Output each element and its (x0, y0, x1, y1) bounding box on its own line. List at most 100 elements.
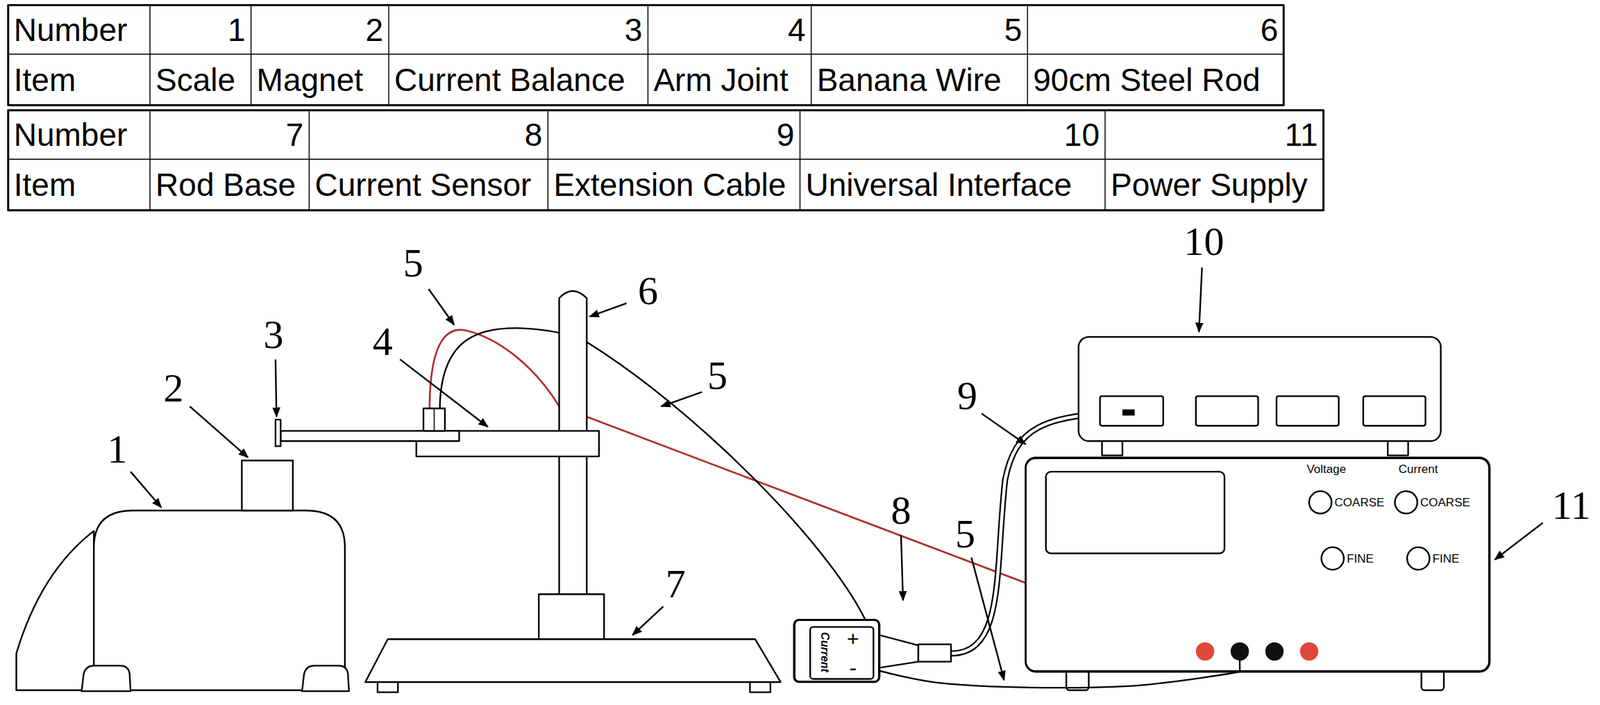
cell-text: Banana Wire (817, 61, 1002, 99)
table-cell: 9 (547, 110, 800, 160)
cell-text: Arm Joint (653, 61, 788, 99)
table-grid (8, 4, 1324, 210)
cell-text: 11 (1284, 115, 1319, 154)
node-text: COARSE (1334, 496, 1385, 509)
node-text: Voltage (1306, 462, 1346, 475)
table-cell: Extension Cable (547, 158, 800, 211)
node-text: + (846, 628, 860, 650)
table-cell: Magnet (251, 54, 389, 106)
leader-line (130, 471, 162, 507)
cell-text: 7 (285, 115, 305, 154)
callout-text: 8 (891, 487, 912, 533)
knob (1321, 546, 1344, 570)
table-rule (810, 4, 812, 105)
table-rule (647, 4, 649, 105)
terminal-black (1265, 642, 1284, 661)
interface-port (1100, 395, 1164, 426)
leader-line (1495, 522, 1544, 560)
callout-text: 10 (1184, 218, 1225, 264)
callout-number: 5 (707, 355, 728, 396)
callout-text: 3 (263, 311, 284, 357)
callout-number: 5 (403, 242, 424, 284)
leader-line (971, 557, 1004, 680)
callout-text: 5 (403, 240, 424, 286)
table-rule (149, 110, 150, 211)
table-cell: Current Balance (388, 54, 648, 106)
table-cell: 4 (647, 4, 811, 55)
callout-number: 4 (372, 321, 393, 362)
callout-text: 6 (637, 267, 659, 314)
callout-number: 2 (163, 367, 184, 409)
cell-text: 8 (524, 115, 543, 154)
table-cell: Arm Joint (647, 54, 811, 106)
scale-body (93, 510, 345, 690)
leaders (130, 267, 1543, 680)
node-text: Current (1398, 462, 1439, 475)
scale-body (16, 530, 95, 690)
cell-text: 6 (1260, 11, 1279, 49)
leader-line (590, 303, 627, 317)
cell-text: 3 (624, 11, 643, 49)
callout-number: 9 (957, 375, 978, 416)
callout-number: 6 (637, 270, 659, 311)
terminal-black (1230, 642, 1249, 661)
cell-text: 10 (1064, 115, 1100, 154)
callout-number: 3 (263, 314, 284, 355)
table-rule (8, 53, 1285, 55)
table-cell: 8 (308, 110, 548, 160)
table-cell: Rod Base (149, 158, 309, 211)
wire-stub (1239, 659, 1241, 672)
knob (1394, 490, 1417, 513)
cell-text: Magnet (256, 61, 364, 99)
table-rule (1027, 4, 1029, 105)
callout-number: 1 (107, 428, 128, 470)
callout-number: 5 (955, 513, 976, 554)
supply-body (1025, 457, 1490, 672)
callout-number: 7 (665, 563, 686, 604)
node-text: COARSE (1420, 496, 1471, 509)
wire-connector (879, 670, 1240, 688)
leader-line (275, 358, 277, 416)
node-text: FINE (1432, 551, 1460, 564)
table-rule (799, 110, 801, 211)
leader-line (1198, 267, 1202, 332)
table-cell: 1 (149, 4, 252, 55)
balance-plate (275, 419, 281, 446)
table-cell: Universal Interface (799, 158, 1106, 211)
callout-number: 11 (1552, 485, 1591, 526)
cell-text: Number (13, 11, 128, 49)
banana-wire-black (440, 327, 866, 620)
balance-arm (280, 430, 459, 441)
table-rule (8, 158, 1324, 160)
cell-text: 1 (227, 11, 246, 49)
cell-text: 9 (776, 115, 795, 154)
leader-line (981, 413, 1026, 444)
sensor-plug (918, 644, 951, 662)
leader-line (428, 288, 454, 325)
rod-socket (538, 594, 604, 640)
callout-number: 10 (1184, 221, 1225, 262)
knob (1309, 490, 1332, 513)
cell-text: Current Sensor (314, 165, 532, 204)
cell-text: Power Supply (1110, 165, 1308, 204)
table-rule (547, 110, 549, 211)
table-cell: Current Sensor (308, 158, 548, 211)
leader-line (189, 406, 248, 458)
arm-connector (423, 408, 445, 431)
cell-text: 2 (365, 11, 384, 49)
sensor-taper (879, 634, 919, 668)
table-cell: 6 (1027, 4, 1284, 55)
terminal-red (1196, 642, 1215, 661)
table-rule (250, 4, 252, 105)
scale-foot (81, 664, 132, 691)
cell-text: Extension Cable (553, 165, 786, 204)
leader-line (632, 605, 663, 635)
universal-interface (1078, 336, 1442, 441)
table-border (8, 4, 1285, 105)
cell-text: Number (13, 115, 128, 154)
table-cell: 10 (799, 110, 1106, 160)
sensor-body (794, 619, 880, 682)
